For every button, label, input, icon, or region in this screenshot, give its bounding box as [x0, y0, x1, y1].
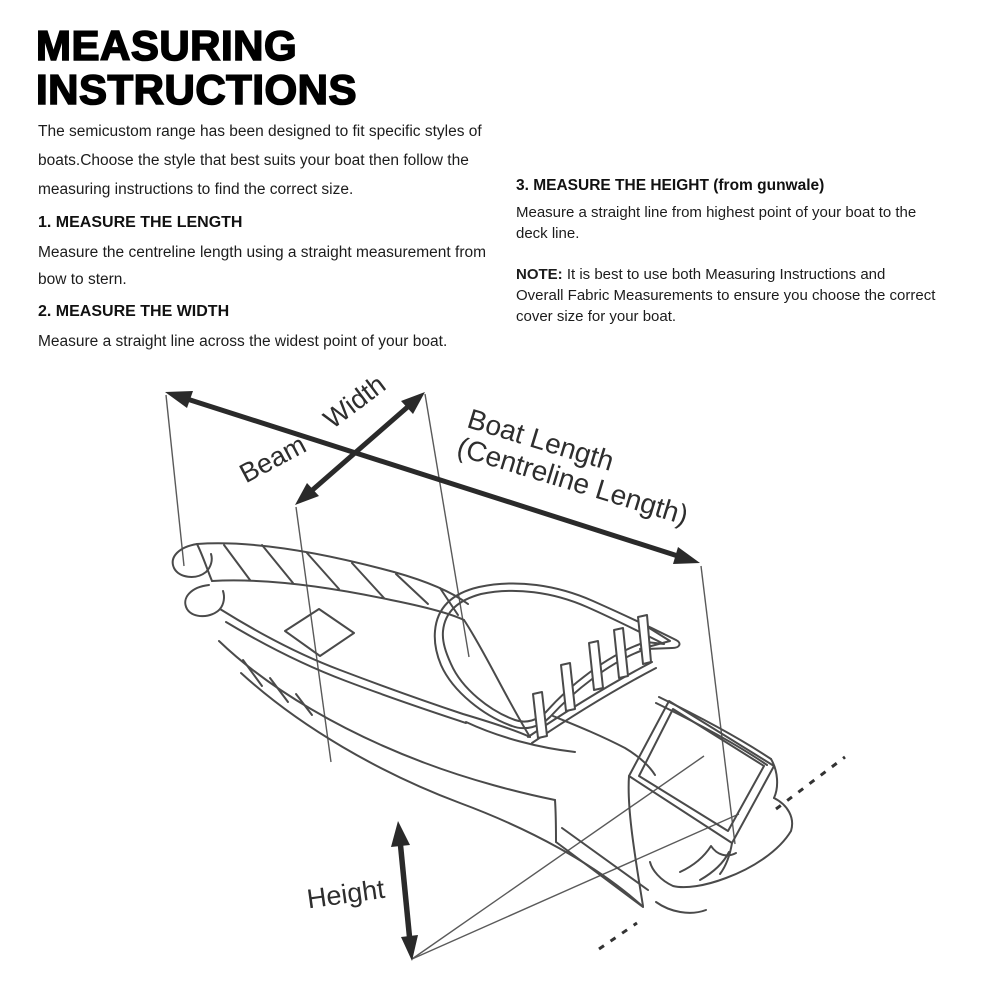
stern-right-edge [770, 758, 779, 799]
step3-heading: 3. MEASURE THE HEIGHT (from gunwale) [516, 177, 825, 194]
stripe [223, 544, 251, 581]
step2-body: Measure a straight line across the wides… [38, 328, 494, 355]
length-leader-bow [165, 394, 185, 567]
step2-line: Measure a straight line across the wides… [38, 333, 448, 350]
step3-line: Measure a straight line from highest poi… [516, 204, 917, 221]
beam-label: Beam [235, 429, 311, 489]
step2-heading: 2. MEASURE THE WIDTH [38, 303, 230, 320]
intro-paragraph: The semicustom range has been designed t… [38, 117, 500, 204]
note-line: cover size for your boat. [516, 308, 677, 325]
bow-hook-lower [184, 584, 225, 618]
width-arrow-shaft [307, 402, 413, 495]
centreline-dash-upper [775, 755, 846, 811]
far-gunwale-inner [655, 702, 768, 766]
length-arrow-shaft [183, 395, 682, 560]
stripe [261, 544, 294, 584]
note-paragraph: NOTE: It is best to use both Measuring I… [516, 264, 966, 327]
swim-platform-outer [649, 797, 793, 889]
hull-stern-join [554, 799, 557, 843]
page-title-line1: MEASURING [36, 24, 298, 68]
width-leader-lower [295, 506, 332, 763]
note-label: NOTE: [516, 266, 563, 283]
windshield-inner [441, 589, 665, 723]
length-leader-stern [700, 565, 736, 845]
note-line1: NOTE: It is best to use both Measuring I… [516, 264, 966, 285]
page-title: MEASURING INSTRUCTIONS [36, 24, 556, 112]
stern-hatch-outer [628, 700, 775, 844]
swim-platform-echo [699, 851, 730, 881]
post [560, 662, 576, 712]
intro-line: The semicustom range has been designed t… [38, 123, 482, 140]
post [637, 614, 652, 665]
foredeck-stripes [223, 544, 459, 616]
transom-near-edge [627, 775, 644, 907]
width-label: Width [318, 369, 391, 435]
cockpit-floor-line [465, 721, 576, 753]
step1-line: bow to stern. [38, 271, 127, 288]
cabin-side-edge [463, 619, 531, 738]
length-arrowhead-left [165, 391, 193, 408]
step3-body: Measure a straight line from highest poi… [516, 202, 966, 244]
stripe [306, 552, 340, 590]
stern-hatch-inner [638, 708, 765, 832]
height-label: Height [305, 874, 387, 915]
centreline-dashed [598, 755, 846, 951]
windshield-outer [433, 582, 681, 730]
hull-keel-line [240, 672, 642, 906]
bow-hook-upper [171, 543, 213, 578]
hatch [242, 659, 263, 687]
step1-heading: 1. MEASURE THE LENGTH [38, 214, 243, 231]
length-arrowhead-right [673, 547, 700, 564]
width-arrowhead-upper [401, 392, 425, 414]
transom-bottom-inner [561, 827, 649, 891]
height-leader-hull [411, 813, 740, 960]
note-line: Overall Fabric Measurements to ensure yo… [516, 287, 936, 304]
hatch [269, 677, 289, 703]
post [613, 627, 629, 679]
step1-body: Measure the centreline length using a st… [38, 239, 494, 293]
post [532, 691, 548, 739]
stripe [351, 562, 385, 599]
step1-line: Measure the centreline length using a st… [38, 244, 487, 261]
centreline-dash-lower [598, 921, 638, 951]
width-arrowhead-lower [295, 483, 319, 505]
intro-line: measuring instructions to find the corre… [38, 181, 354, 198]
stern-drive-bracket [655, 901, 707, 914]
width-leader-upper [424, 393, 470, 658]
leader-lines [165, 393, 740, 960]
height-arrow [391, 821, 418, 961]
foredeck-band-top [196, 542, 469, 605]
length-arrow [165, 391, 700, 564]
boat-drawing [171, 542, 793, 914]
deck-edge-near [219, 608, 531, 738]
height-arrow-shaft [397, 839, 413, 943]
hull-chine-line [218, 640, 556, 801]
height-leader-deckline [411, 755, 705, 960]
foredeck-band-bottom [211, 579, 465, 621]
intro-line: boats.Choose the style that best suits y… [38, 152, 469, 169]
post [588, 640, 604, 691]
rod-holder-posts [532, 614, 652, 739]
deck-edge-inner [225, 621, 467, 724]
stripe [395, 573, 429, 605]
transom-bottom-edge [555, 841, 644, 908]
page-title-line2: INSTRUCTIONS [36, 68, 357, 112]
foredeck-band-bow-edge [196, 543, 213, 582]
hull-hatch-marks [242, 659, 313, 716]
deck-hatch-diamond [284, 608, 355, 657]
height-arrowhead-top [391, 821, 410, 847]
hatch [295, 693, 313, 716]
width-arrow [295, 392, 425, 505]
height-arrowhead-bottom [401, 935, 418, 961]
seat-back-curve [552, 715, 656, 776]
transom-far-edge [719, 842, 733, 875]
note-rest: It is best to use both Measuring Instruc… [562, 266, 886, 283]
step3-line: deck line. [516, 225, 580, 242]
